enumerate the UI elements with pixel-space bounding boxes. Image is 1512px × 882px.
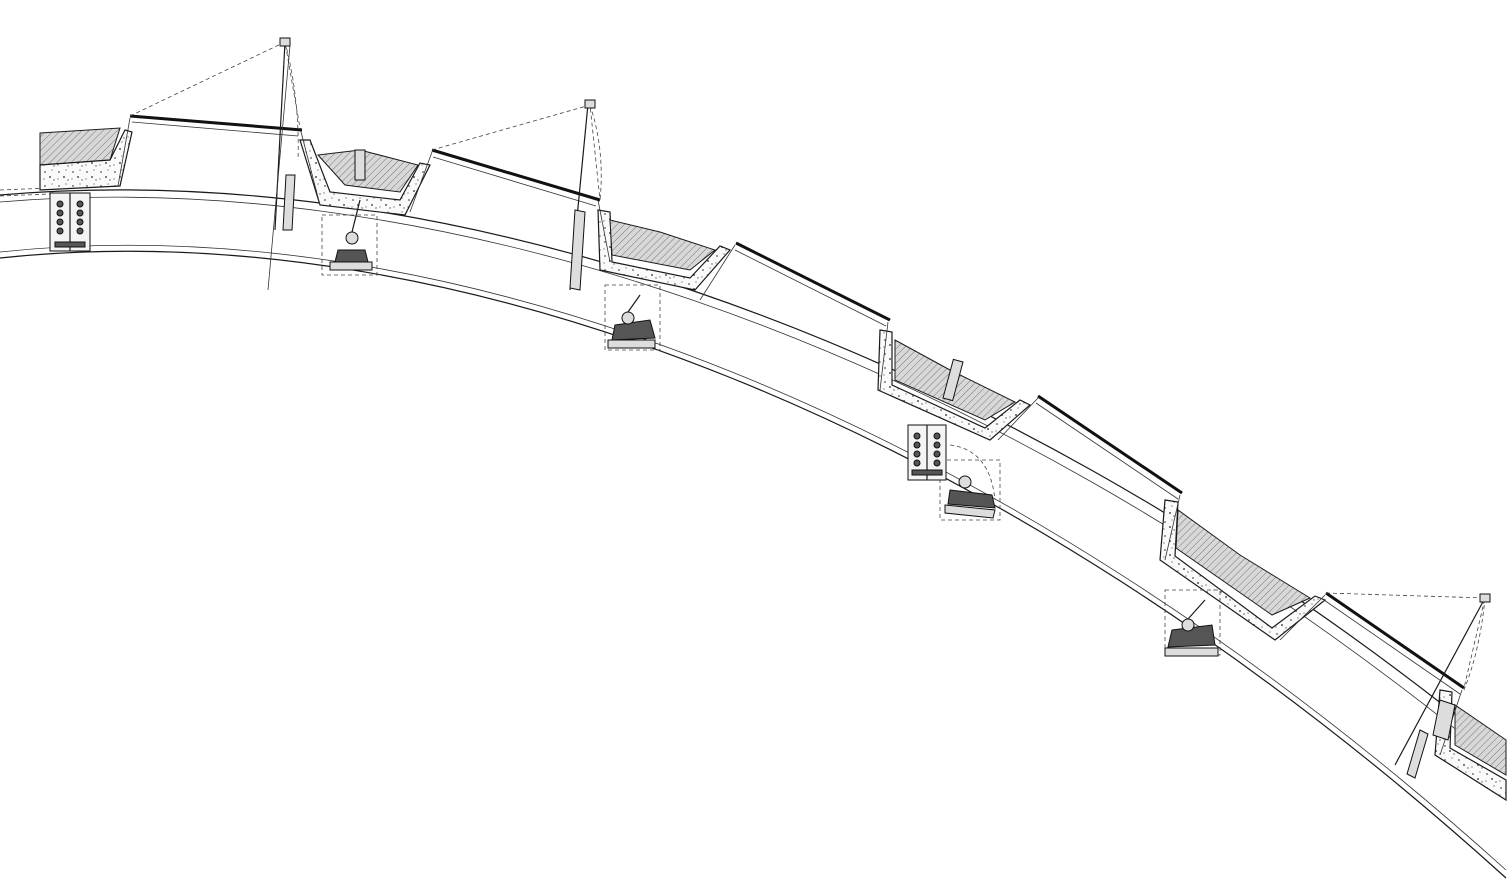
insulation-gutter-5 [1454,704,1507,776]
arch-outer-curve [0,189,1507,756]
arm-2-swing [589,104,602,201]
insulation-gutter-2 [609,219,717,271]
control-panel-2 [907,424,947,481]
skylight-glass-1 [129,114,303,132]
gutter-3 [877,329,1032,441]
arm-5-mast [1394,597,1486,766]
roof-buildup [39,127,1507,802]
skylight-glass-5 [1325,591,1465,690]
arm-5-head [1479,593,1491,603]
arm-1-mast-2 [267,44,291,291]
gutter-1 [299,139,431,216]
arm-2-head [584,99,596,109]
arm-2-cylinder [569,209,586,291]
left-dashed-axis-2 [0,193,51,197]
arm-5-swing [1463,597,1486,691]
skylight-glass-1-inner [131,121,299,137]
arm-1-mast [274,41,286,231]
skylight-upstand-1 [117,117,321,206]
arm-1-cylinder [282,174,296,231]
gutter-5 [1434,689,1507,802]
insulation-gutter-1 [316,149,419,193]
skylight-upstand-4 [997,397,1181,561]
arm-1-outline [129,41,301,129]
skylight-glass-4-inner [1035,402,1179,500]
arch-structure [0,187,1507,879]
left-dashed-axis [0,187,51,191]
skylight-glass-2-inner [432,156,597,207]
arm-2-outline [431,104,601,201]
insulation-gutter-4 [1175,509,1312,616]
skylight-glass-2 [431,148,601,202]
arm-5-cylinder [1406,729,1429,779]
skylight-panels [117,114,1465,756]
arch-inner-curve-2 [0,244,1507,871]
actuator-unit-4 [1164,589,1221,657]
concrete-upstand-left [39,129,133,191]
opening-arms [129,37,1491,779]
skylight-glass-3 [735,241,891,322]
arm-1-swing [284,41,299,161]
arm-5-outline [1325,592,1486,689]
actuator-unit-5 [1432,699,1456,741]
skylight-upstand-3 [699,244,889,391]
control-panels [49,192,947,481]
skylight-glass-3-inner [734,249,887,327]
skylight-glass-4 [1037,394,1183,495]
insulation-layer-left [39,127,121,166]
skylight-upstand-2 [409,151,611,263]
actuator-units [321,149,1456,741]
actuator-unit-1 [321,149,378,276]
arm-1-head [279,37,291,47]
actuator-unit-2 [604,284,661,351]
control-panel-1 [49,192,91,252]
actuator-unit-3 [939,358,1001,521]
arch-inner-curve [0,250,1507,879]
arch-mid-curve [0,196,1507,771]
skylight-glass-5-inner [1323,599,1461,695]
